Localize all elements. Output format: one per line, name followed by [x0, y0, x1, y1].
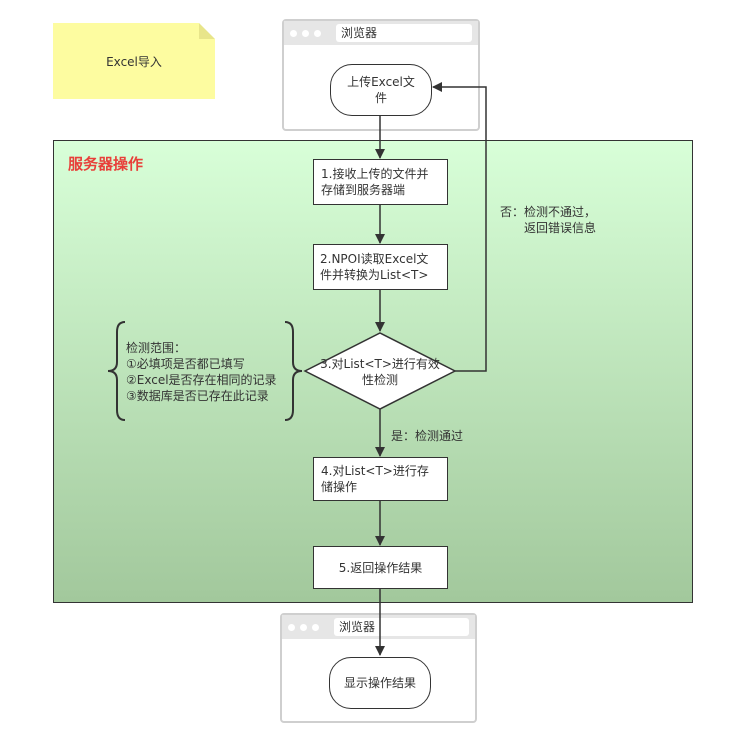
- check-scope-item: ③数据库是否已存在此记录: [126, 389, 269, 403]
- step3-validate-decision: 3.对List<T>进行有效 性检测: [305, 356, 455, 388]
- step1-line1: 1.接收上传的文件并: [321, 167, 429, 181]
- step5-text: 5.返回操作结果: [338, 560, 423, 575]
- fail-label-line2: 返回错误信息: [524, 221, 597, 235]
- excel-import-note: Excel导入: [53, 23, 215, 99]
- server-area-title: 服务器操作: [68, 155, 144, 173]
- window-dot-icon: [312, 623, 319, 631]
- check-scope-item: ②Excel是否存在相同的记录: [126, 373, 277, 387]
- fail-label-line1: 否：检测不通过，: [500, 205, 597, 219]
- fail-branch-label: 否：检测不通过， 返回错误信息: [500, 204, 596, 236]
- check-scope-title: 检测范围：: [126, 341, 187, 355]
- window-dot-icon: [288, 623, 295, 631]
- pass-branch-label: 是：检测通过: [391, 429, 464, 443]
- note-fold: [199, 23, 215, 39]
- check-scope-brace-right: [284, 321, 303, 421]
- upload-node-line2: 件: [374, 91, 387, 105]
- check-scope-annotation: 检测范围： ①必填项是否都已填写 ②Excel是否存在相同的记录 ③数据库是否已…: [126, 340, 277, 404]
- browser-toolbar: 浏览器: [284, 21, 478, 45]
- check-scope-brace-left: [107, 321, 126, 421]
- step4-line1: 4.对List<T>进行存: [321, 464, 429, 478]
- upload-excel-node: 上传Excel文 件: [330, 64, 432, 116]
- check-scope-item: ①必填项是否都已填写: [126, 357, 245, 371]
- window-dot-icon: [290, 29, 297, 37]
- step4-line2: 储操作: [321, 480, 358, 494]
- window-dot-icon: [314, 29, 321, 37]
- browser-address-bar: 浏览器: [336, 24, 472, 42]
- result-node-text: 显示操作结果: [343, 676, 416, 690]
- browser-toolbar: 浏览器: [282, 615, 475, 639]
- step2-npoi-read-box: 2.NPOI读取Excel文 件并转换为List<T>: [313, 244, 448, 290]
- step5-return-result-box: 5.返回操作结果: [313, 546, 448, 589]
- upload-node-line1: 上传Excel文: [347, 75, 415, 89]
- step3-line1: 3.对List<T>进行有效: [320, 357, 440, 371]
- step1-line2: 存储到服务器端: [321, 183, 406, 197]
- step1-receive-store-box: 1.接收上传的文件并 存储到服务器端: [313, 159, 448, 205]
- decision-diamond: [303, 332, 457, 410]
- note-text: Excel导入: [106, 54, 162, 69]
- display-result-node: 显示操作结果: [329, 657, 431, 709]
- step4-store-box: 4.对List<T>进行存 储操作: [313, 457, 448, 501]
- arrow-fail-back-to-upload: [432, 82, 487, 372]
- step3-line2: 性检测: [361, 373, 398, 387]
- browser-address-bar: 浏览器: [334, 618, 469, 636]
- window-dot-icon: [302, 29, 309, 37]
- window-dot-icon: [300, 623, 307, 631]
- step2-line2: 件并转换为List<T>: [320, 268, 429, 282]
- step2-line1: 2.NPOI读取Excel文: [320, 252, 429, 266]
